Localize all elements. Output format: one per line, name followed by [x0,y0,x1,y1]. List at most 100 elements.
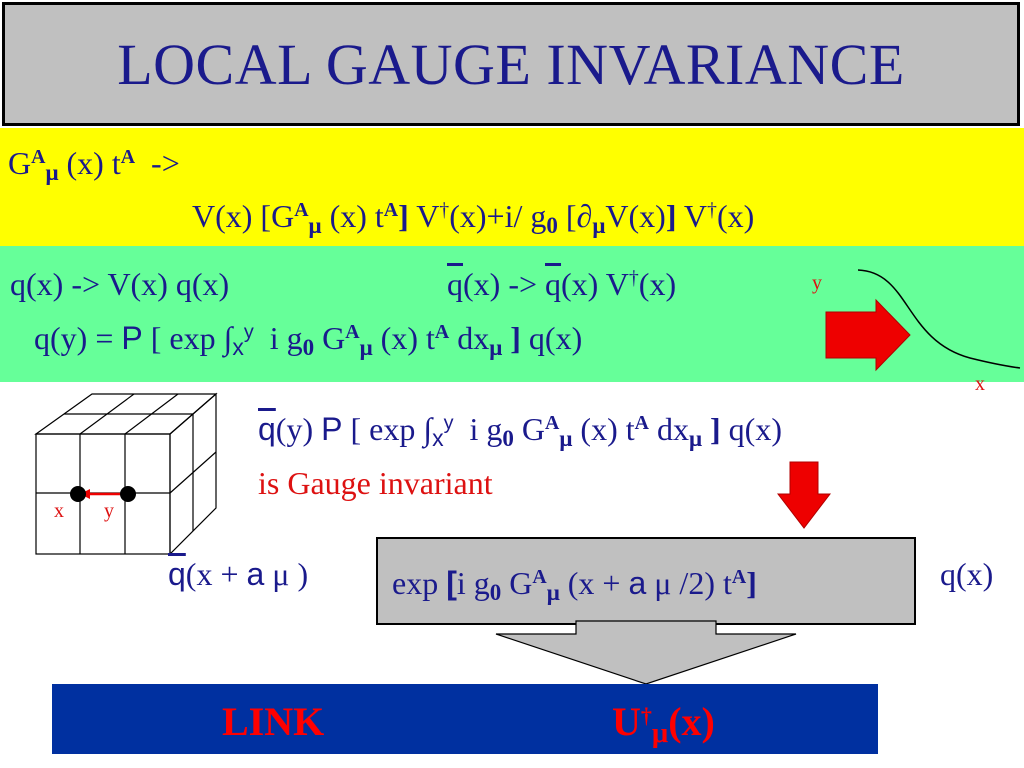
sup-a: A [294,199,309,222]
quark-field-x: q(x) [940,556,994,592]
site-x-dot [70,486,86,502]
text-plus-i-g: (x)+i/ g [449,198,547,234]
text-x-plus: (x + [559,565,629,601]
path-curve [857,269,1021,369]
text-mu-close: μ ) [264,556,309,592]
text-v: V [408,198,440,234]
sup-a: A [532,566,547,589]
transform-line-2: V(x) [GAμ (x) tA] V†(x)+i/ g0 [∂μV(x)] V… [192,200,754,237]
text-g: G [314,320,346,356]
text-dx: dx [648,411,689,447]
sub-zero: 0 [489,578,502,605]
sub-mu: μ [45,158,59,185]
dagger: † [707,199,717,222]
bracket: ] [665,198,677,234]
qbar-shifted: q(x + a μ ) [168,558,308,590]
text-v: (x) V [561,266,629,302]
sub-zero: 0 [502,424,514,451]
lattice-cube [34,392,218,556]
text-mu-half-t: μ /2) t [646,565,732,601]
path-label-y: y [812,272,822,294]
sup-a: A [120,146,136,169]
arrow-text: -> [135,145,180,181]
bracket: [ [446,565,457,601]
yellow-band [0,128,1024,246]
sup-a: A [634,412,649,435]
text-x-t: (x) t [321,198,384,234]
qbar: q [258,411,276,447]
text-i-g: i g [253,320,303,356]
text-y: (y) [275,411,322,447]
text-x: (x) [716,198,755,234]
sup-a: A [731,566,747,589]
gauge-invariant-note: is Gauge invariant [258,465,493,501]
text-v-x: V(x) [605,198,666,234]
text-x: (x) [668,699,715,744]
lattice-label-x: x [54,500,64,522]
link-bar [52,684,878,754]
sup-a: A [545,412,560,435]
integral-lower: x [232,333,244,360]
text-q-y: q(y) = [34,320,122,356]
sub-mu: μ [559,424,573,451]
dagger: † [628,267,639,290]
u-symbol: U [612,699,641,744]
text-x-t: (x) t [572,411,635,447]
text-partial: [∂ [557,198,593,234]
sub-mu: μ [546,578,560,605]
dagger: † [640,702,652,728]
integral-lower: x [432,424,444,451]
text-v-x-g: V(x) [G [192,198,295,234]
integral-upper: y [243,321,254,344]
text-q-x: q(x) [720,411,782,447]
text-i-g: i g [453,411,503,447]
path-diagram [825,269,1021,372]
red-down-arrow [776,461,832,529]
title-box: LOCAL GAUGE INVARIANCE [2,2,1020,126]
sub-mu: μ [688,424,703,451]
text-v: V [676,198,708,234]
text-exp-integral: [ exp ∫ [142,320,233,356]
qbar: q [545,266,562,302]
sub-mu: μ [489,333,503,360]
sup-a: A [434,321,450,344]
antiquark-transform: q(x) -> q(x) V†(x) [447,268,676,300]
bracket: ] [702,411,721,447]
text-q-x: q(x) [520,320,583,356]
lattice-spacing-a: a [246,556,265,592]
grey-down-arrow [495,620,797,685]
link-variable: U†μ(x) [612,702,715,748]
bracket: ] [746,565,757,601]
path-order-p: P [121,320,143,356]
sup-a: A [31,146,46,169]
g-symbol: G [8,145,32,181]
qbar: q [447,266,463,302]
text-dx: dx [449,320,490,356]
path-label-x: x [975,373,985,395]
lattice-spacing-a: a [628,565,647,601]
text-x-t: (x) t [58,145,121,181]
sup-a: A [383,199,399,222]
sub-mu: μ [359,333,373,360]
link-label: LINK [222,699,325,744]
lattice-label-y: y [104,500,114,522]
site-y-dot [120,486,136,502]
text-g: G [501,565,533,601]
text-i-g: i g [456,565,490,601]
text-exp-integral: [ exp ∫ [342,411,433,447]
link-exponential: exp [i g0 GAμ (x + a μ /2) tA] [392,567,757,604]
path-order-p: P [321,411,343,447]
red-right-arrow [825,298,911,372]
text-x-t: (x) t [372,320,435,356]
invariant-expression: q(y) P [ exp ∫xy i g0 GAμ (x) tA dxμ ] q… [258,413,782,450]
sub-zero: 0 [546,211,558,238]
text-x: (x) [638,266,677,302]
sub-zero: 0 [302,333,315,360]
text-exp: exp [392,565,447,601]
slide-title: LOCAL GAUGE INVARIANCE [117,31,905,97]
quark-transform: q(x) -> V(x) q(x) [10,266,230,302]
dagger: † [439,199,450,222]
path-ordered-exponential: q(y) = P [ exp ∫xy i g0 GAμ (x) tA dxμ ]… [34,322,582,359]
sub-mu: μ [308,211,322,238]
bracket: ] [398,198,409,234]
